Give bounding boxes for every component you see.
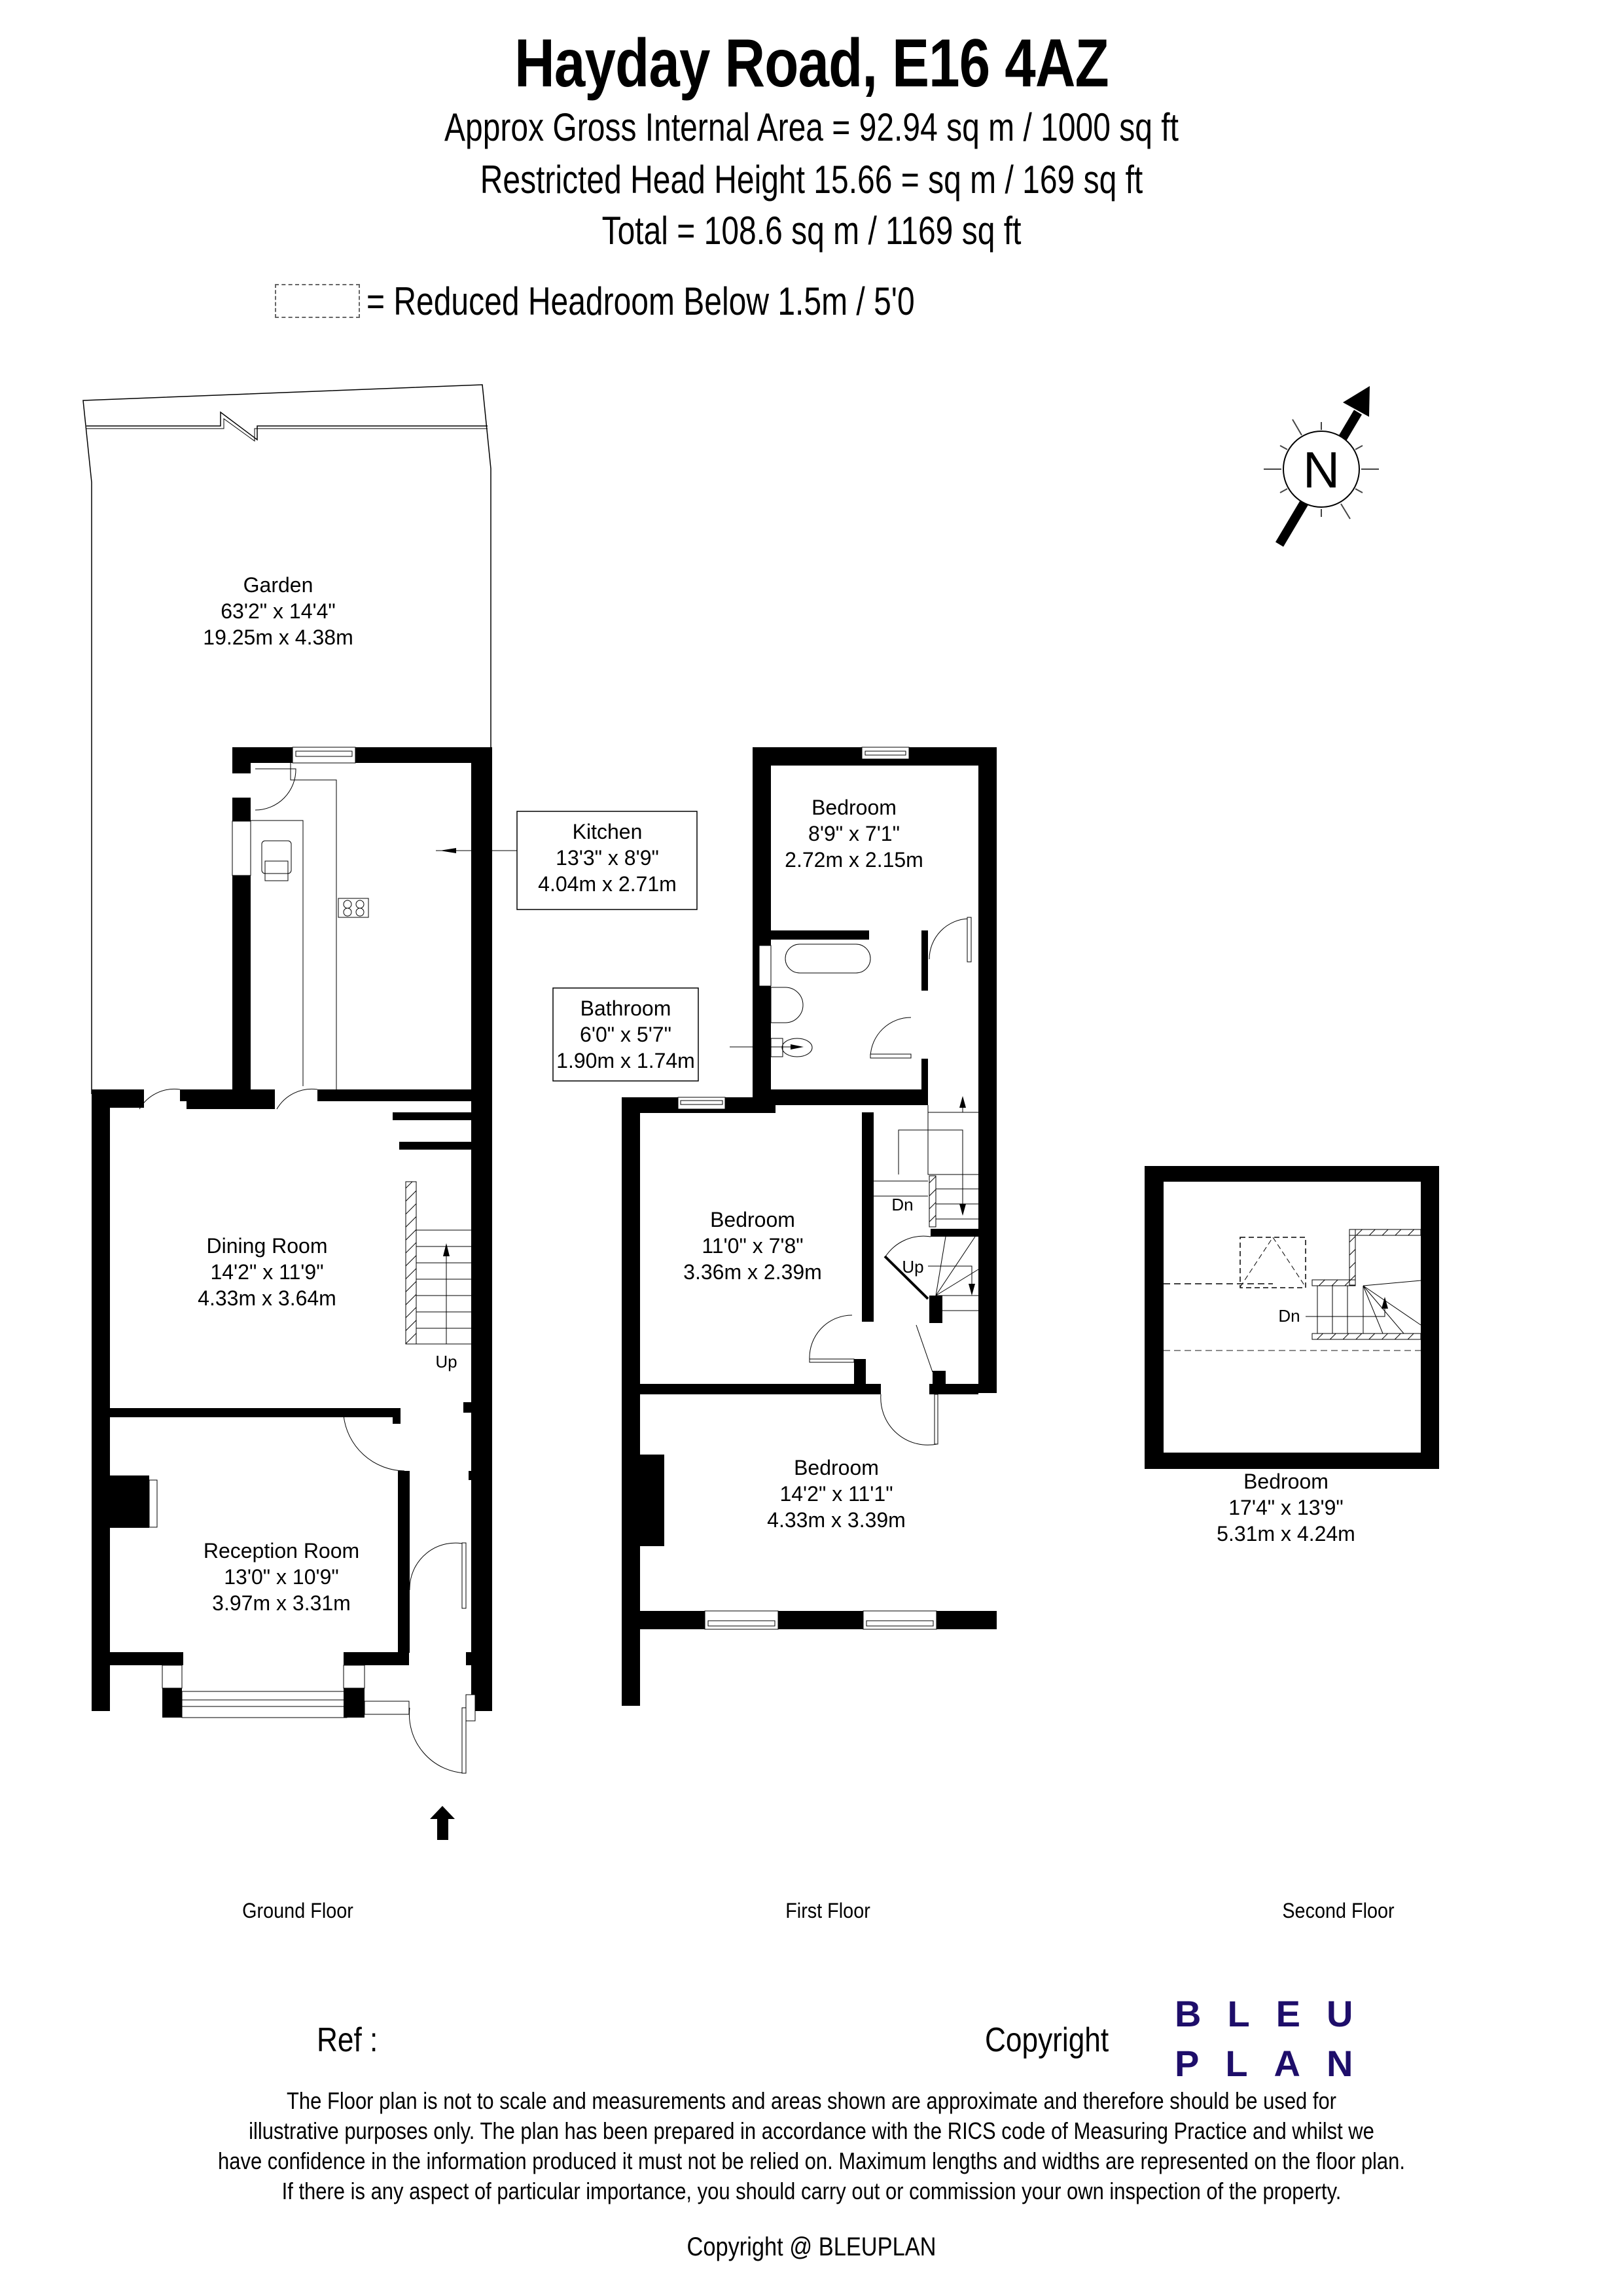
- svg-text:2.72m x 2.15m: 2.72m x 2.15m: [785, 848, 923, 872]
- svg-text:6'0" x 5'7": 6'0" x 5'7": [580, 1023, 671, 1046]
- svg-text:Reception Room: Reception Room: [204, 1539, 359, 1563]
- legend-text: = Reduced Headroom Below 1.5m / 5'0: [366, 279, 915, 323]
- disclaimer-line: have confidence in the information produ…: [218, 2147, 1405, 2174]
- svg-text:4.04m x 2.71m: 4.04m x 2.71m: [538, 872, 677, 896]
- bathroom-label-box: [552, 987, 699, 1082]
- svg-text:Bathroom: Bathroom: [580, 997, 671, 1020]
- svg-text:Bedroom: Bedroom: [710, 1208, 795, 1231]
- svg-text:19.25m x 4.38m: 19.25m x 4.38m: [203, 626, 353, 649]
- logo-line-2: PLAN: [1175, 2043, 1380, 2084]
- first-floor-label: First Floor: [785, 1899, 870, 1922]
- svg-text:13'0" x 10'9": 13'0" x 10'9": [224, 1565, 339, 1589]
- ground-floor-label: Ground Floor: [242, 1899, 353, 1922]
- svg-text:3.36m x 2.39m: 3.36m x 2.39m: [683, 1260, 822, 1284]
- svg-text:Bedroom: Bedroom: [1243, 1470, 1329, 1493]
- svg-text:4.33m x 3.39m: 4.33m x 3.39m: [767, 1508, 906, 1532]
- north-arrow-icon: N: [1264, 386, 1379, 547]
- svg-text:8'9" x 7'1": 8'9" x 7'1": [808, 822, 900, 845]
- svg-text:4.33m x 3.64m: 4.33m x 3.64m: [198, 1286, 336, 1310]
- disclaimer-line: illustrative purposes only. The plan has…: [249, 2117, 1374, 2144]
- disclaimer-line: If there is any aspect of particular imp…: [281, 2178, 1342, 2204]
- svg-text:Bedroom: Bedroom: [794, 1456, 879, 1479]
- property-title: Hayday Road, E16 4AZ: [514, 26, 1109, 101]
- second-floor-label: Second Floor: [1282, 1899, 1395, 1922]
- svg-text:14'2" x 11'9": 14'2" x 11'9": [210, 1260, 323, 1284]
- ref-label: Ref :: [317, 2021, 378, 2059]
- svg-text:5.31m x 4.24m: 5.31m x 4.24m: [1217, 1522, 1355, 1545]
- svg-text:Kitchen: Kitchen: [573, 820, 643, 843]
- copyright-line: Copyright @ BLEUPLAN: [687, 2233, 936, 2261]
- logo-line-1: BLEU: [1175, 1993, 1380, 2034]
- svg-text:Dining Room: Dining Room: [207, 1234, 328, 1258]
- bleuplan-logo: BLEU PLAN: [1175, 1989, 1379, 2089]
- svg-text:14'2" x 11'1": 14'2" x 11'1": [779, 1482, 893, 1506]
- copyright-label: Copyright: [985, 2021, 1109, 2059]
- svg-text:Garden: Garden: [243, 573, 313, 597]
- svg-text:Up: Up: [902, 1257, 923, 1277]
- disclaimer-line: The Floor plan is not to scale and measu…: [287, 2087, 1336, 2114]
- first-floor-plan: Dn Up Bedroom 8'9" x: [552, 747, 997, 1706]
- kitchen-label-box: [516, 811, 698, 910]
- svg-text:Dn: Dn: [891, 1195, 913, 1214]
- second-floor-plan: Dn Bedroom 17'4" x 13'9" 5.31m x 4.24m: [1145, 1166, 1439, 1545]
- svg-text:Bedroom: Bedroom: [812, 796, 897, 819]
- svg-text:3.97m x 3.31m: 3.97m x 3.31m: [212, 1591, 351, 1615]
- disclaimer: The Floor plan is not to scale and measu…: [114, 2086, 1510, 2206]
- svg-text:11'0" x 7'8": 11'0" x 7'8": [702, 1234, 803, 1258]
- reduced-headroom-swatch: [275, 284, 360, 318]
- svg-text:17'4" x 13'9": 17'4" x 13'9": [1228, 1496, 1344, 1519]
- ground-floor-plan: Up Garden 63'2" x 14'4" 19.25m x 4.38m: [82, 384, 698, 1840]
- svg-text:Up: Up: [435, 1352, 457, 1371]
- gross-internal-area: Approx Gross Internal Area = 92.94 sq m …: [444, 105, 1179, 149]
- restricted-head-height: Restricted Head Height 15.66 = sq m / 16…: [480, 158, 1143, 202]
- svg-text:1.90m x 1.74m: 1.90m x 1.74m: [556, 1049, 695, 1072]
- svg-text:Dn: Dn: [1278, 1306, 1300, 1326]
- svg-text:N: N: [1303, 441, 1340, 499]
- headroom-legend: = Reduced Headroom Below 1.5m / 5'0: [275, 278, 1052, 324]
- svg-text:13'3" x 8'9": 13'3" x 8'9": [556, 846, 659, 870]
- total-area: Total = 108.6 sq m / 1169 sq ft: [601, 209, 1022, 253]
- svg-text:63'2" x 14'4": 63'2" x 14'4": [221, 599, 336, 623]
